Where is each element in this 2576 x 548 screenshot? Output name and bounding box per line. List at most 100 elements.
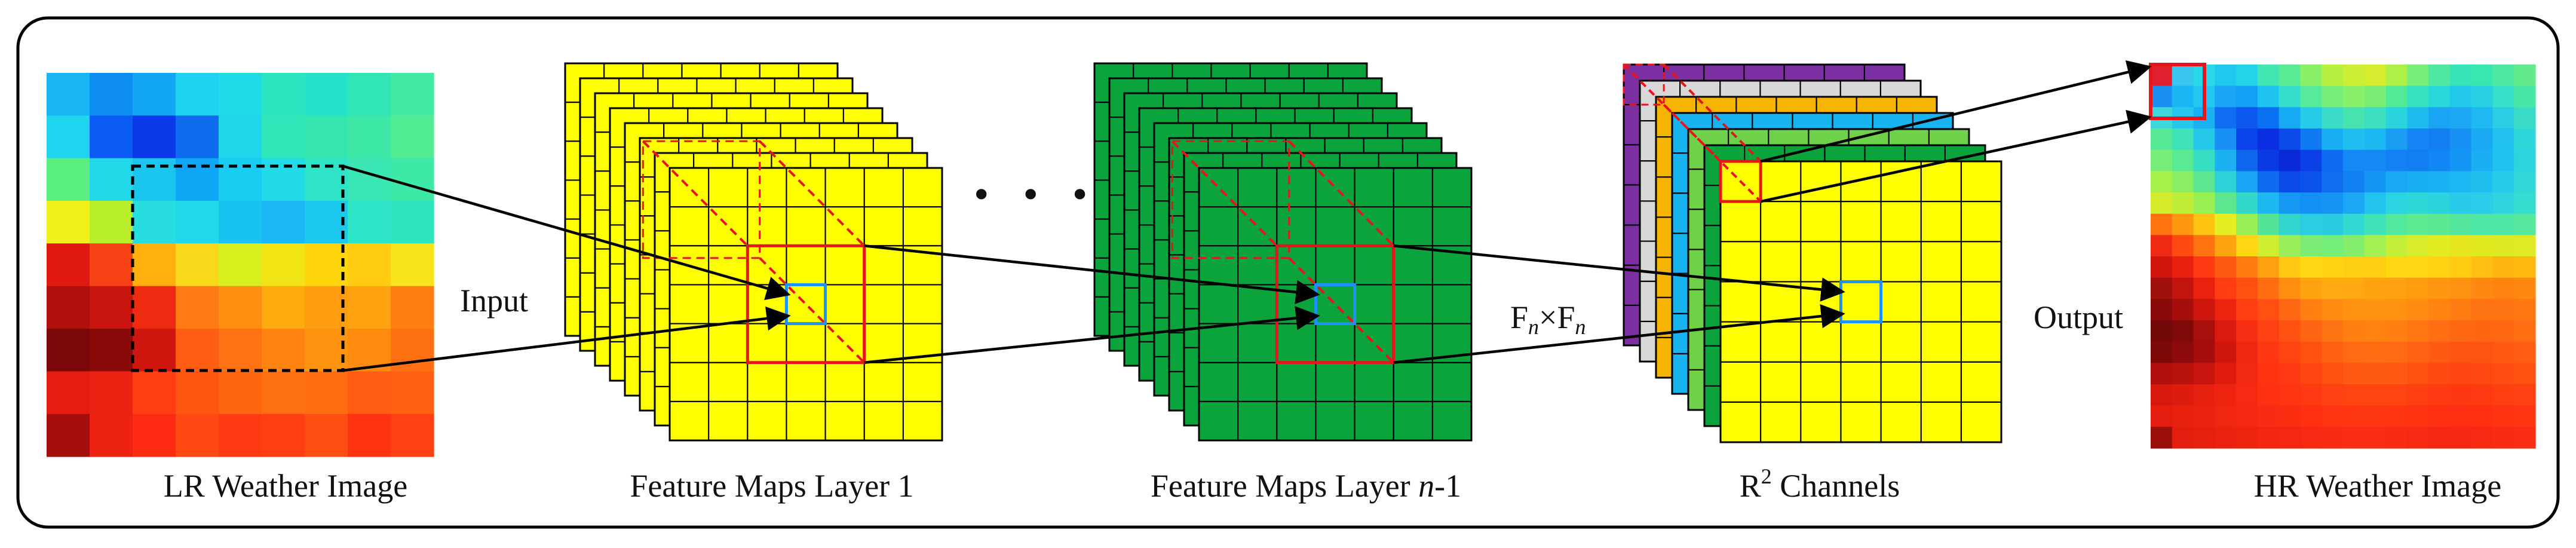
hr-pixel [2278,128,2301,151]
hr-pixel [2172,405,2194,427]
hr-pixel [2236,427,2258,449]
hr-pixel [2215,128,2237,151]
hr-pixel [2151,235,2173,257]
hr-pixel [2172,277,2194,299]
lr-pixel [219,115,262,159]
hr-pixel [2385,85,2408,108]
lr-pixel [262,414,305,457]
hr-pixel [2385,213,2408,235]
hr-pixel [2193,171,2215,193]
hr-pixel [2492,299,2514,321]
hr-pixel [2471,256,2494,278]
hr-pixel [2407,149,2429,172]
hr-pixel [2492,427,2514,449]
hr-pixel [2172,149,2194,172]
hr-pixel [2428,171,2451,193]
hr-pixel [2172,235,2194,257]
hr-pixel [2492,171,2514,193]
lr-pixel [176,371,219,415]
hr-pixel [2215,299,2237,321]
lr-pixel [90,414,133,457]
connection-arrows [342,60,2152,372]
layern-sheet [1198,167,1473,442]
hr-pixel [2257,363,2280,385]
hr-pixel [2471,277,2494,299]
hr-pixel [2172,85,2194,108]
hr-pixel [2151,192,2173,215]
hr-pixel [2449,213,2472,235]
hr-pixel [2364,405,2387,427]
hr-pixel [2193,149,2215,172]
hr-pixel [2193,341,2215,363]
hr-pixel [2343,384,2365,406]
layer1-projection-line [759,140,866,247]
hr-pixel [2257,213,2280,235]
hr-pixel [2514,341,2536,363]
hr-pixel [2407,405,2429,427]
hr-pixel [2428,405,2451,427]
hr-pixel [2514,363,2536,385]
hr-pixel [2193,277,2215,299]
hr-pixel [2471,213,2494,235]
hr-pixel [2193,299,2215,321]
hr-pixel [2278,320,2301,342]
hr-pixel [2514,107,2536,129]
hr-pixel [2300,320,2322,342]
hr-pixel [2428,85,2451,108]
hr-pixel [2236,299,2258,321]
feature-maps-layer-1 [564,62,943,442]
hr-pixel [2407,320,2429,342]
hr-pixel [2471,363,2494,385]
hr-pixel [2322,299,2344,321]
lr-pixel [391,73,434,116]
hr-pixel [2428,65,2451,87]
hr-pixel [2322,213,2344,235]
hr-pixel [2300,427,2322,449]
hr-pixel [2492,405,2514,427]
hr-pixel [2428,427,2451,449]
hr-pixel [2385,256,2408,278]
hr-pixel [2514,65,2536,87]
lr-pixel [305,201,348,244]
lr-pixel [262,243,305,287]
hr-pixel [2151,363,2173,385]
lr-pixel [176,201,219,244]
lr-pixel [305,329,348,372]
hr-pixel [2428,341,2451,363]
hr-pixel [2300,149,2322,172]
lr-pixel [348,243,391,287]
layern-back-kernel [1171,140,1290,259]
hr-pixel [2514,299,2536,321]
hr-pixel [2385,363,2408,385]
hr-pixel [2471,85,2494,108]
hr-pixel [2151,427,2173,449]
hr-pixel [2278,65,2301,87]
hr-pixel [2172,363,2194,385]
hr-pixel [2385,171,2408,193]
hr-pixel [2257,192,2280,215]
hr-pixel [2322,107,2344,129]
lr-pixel [219,73,262,116]
hr-pixel [2343,171,2365,193]
hr-pixel [2343,107,2365,129]
hr-pixel [2449,384,2472,406]
arrow [864,306,1320,364]
output-label: Output [2034,299,2124,335]
lr-pixel [391,201,434,244]
layern-projection-line [1288,140,1395,247]
hr-pixel [2193,235,2215,257]
hr-pixel [2236,149,2258,172]
lr-pixel [47,286,90,329]
hr-pixel [2385,277,2408,299]
hr-pixel [2492,320,2514,342]
hr-pixel [2364,427,2387,449]
r2-channels-caption: R2 Channels [1739,464,1900,504]
lr-pixel [176,158,219,201]
hr-pixel [2236,107,2258,129]
lr-pixel [176,286,219,329]
lr-pixel [348,286,391,329]
hr-pixel [2278,405,2301,427]
hr-pixel [2428,235,2451,257]
hr-pixel [2257,405,2280,427]
layern-projection-line [1171,140,1278,247]
